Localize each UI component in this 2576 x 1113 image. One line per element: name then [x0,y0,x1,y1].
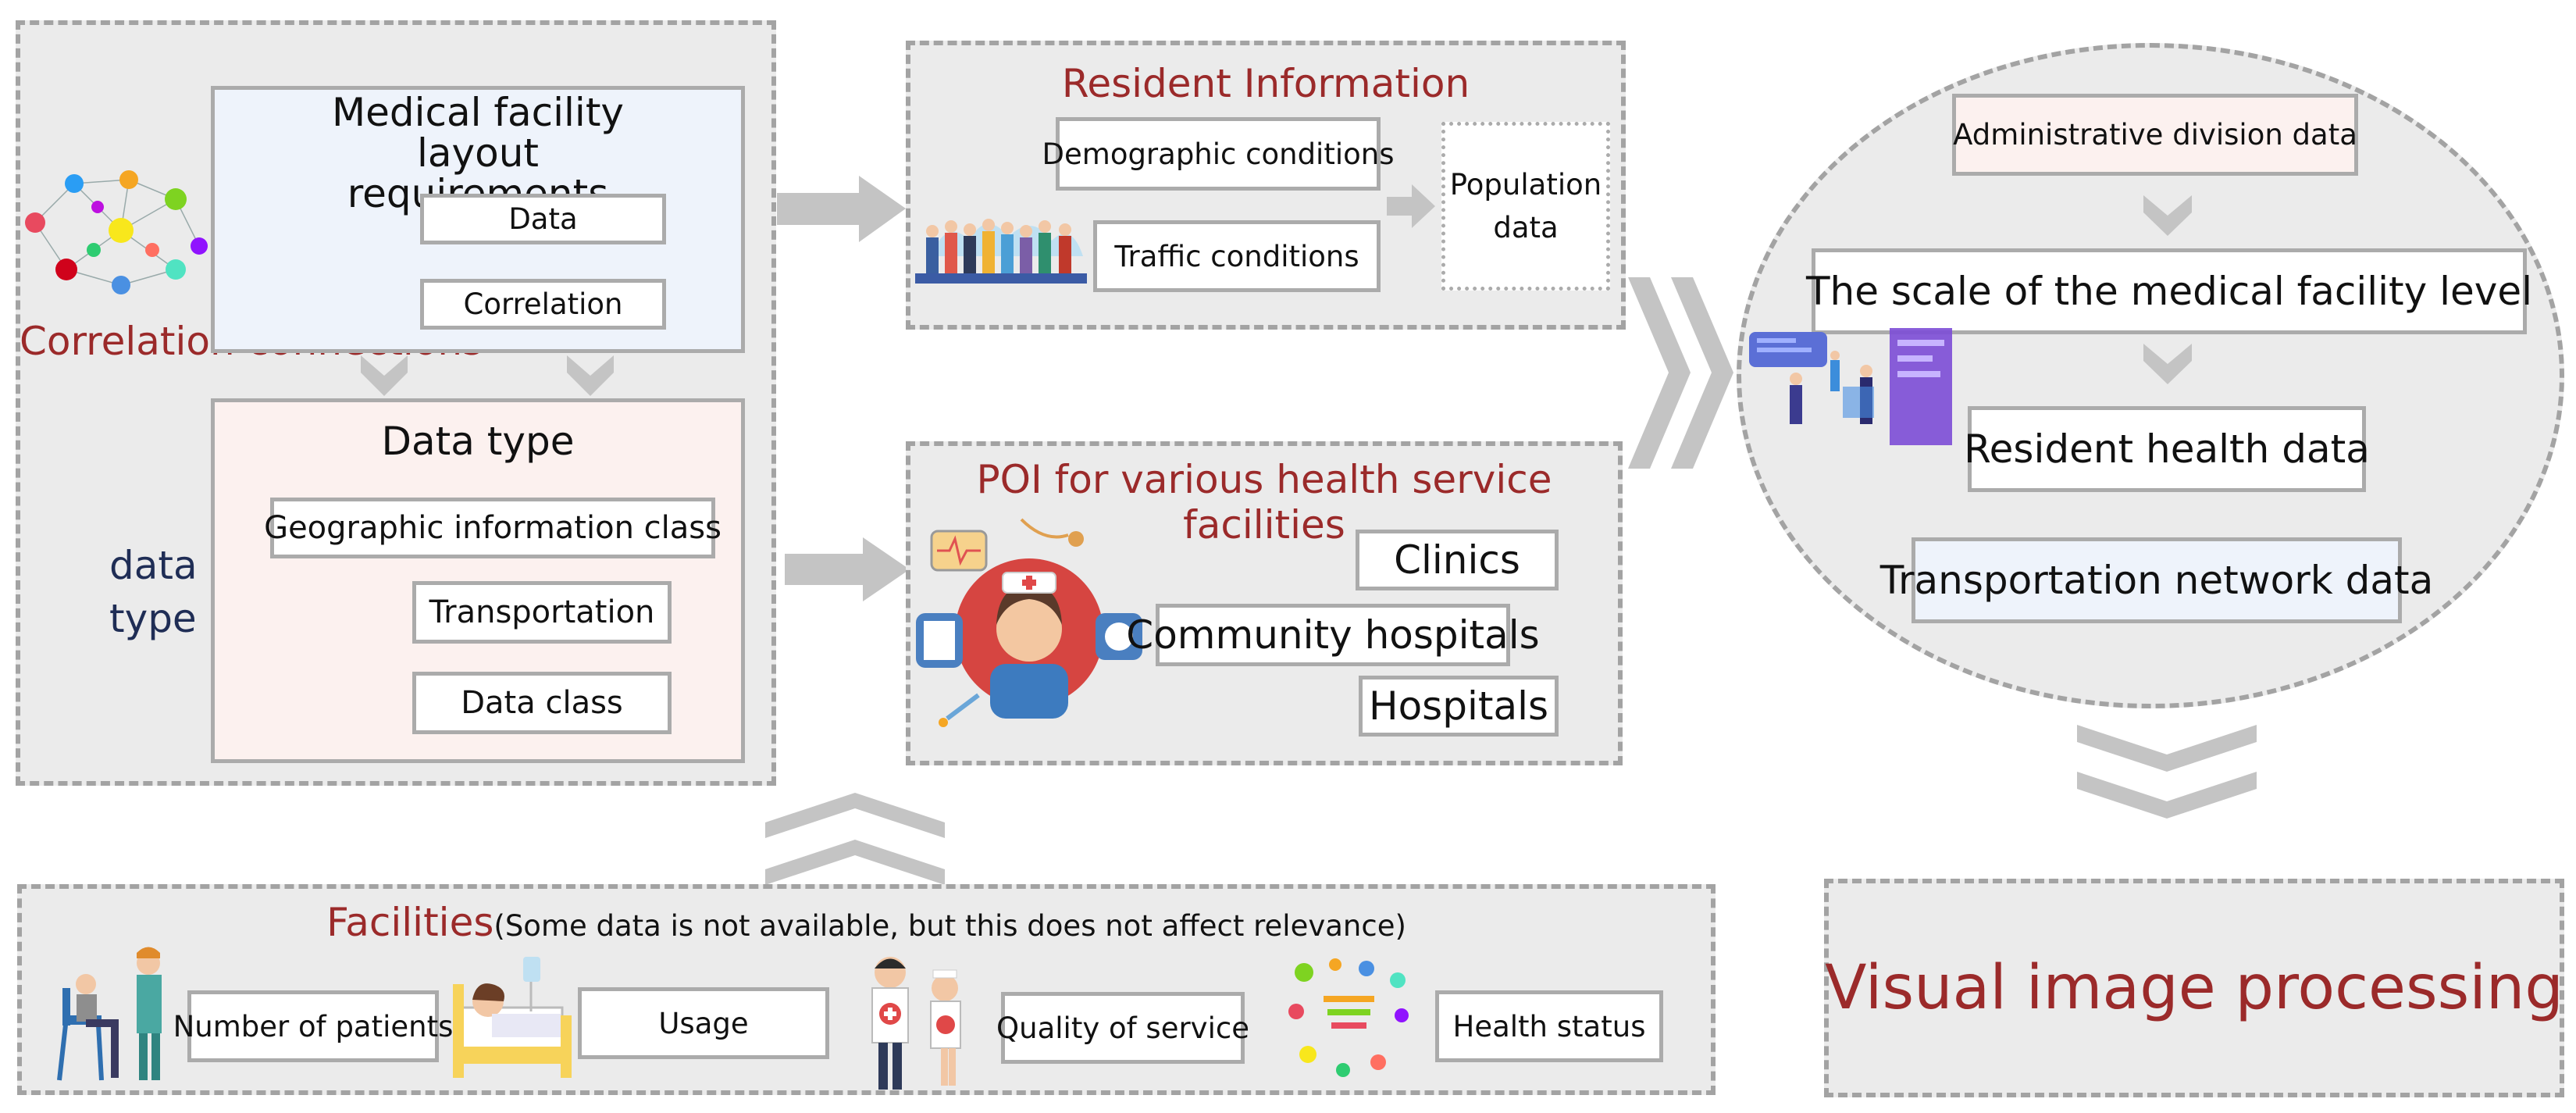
requirement-correlation: Correlation [420,279,666,330]
patient-doctor-illustration [57,947,162,1081]
nurse-illustration [916,518,1142,727]
data-type-side-label: data type [109,543,198,641]
facilities-title: Facilities [326,900,494,945]
facilities-panel [17,884,1716,1095]
facility-number-of-patients: Number of patients [173,990,453,1062]
chevron-down-icon [567,355,614,396]
output-panel [1824,879,2564,1097]
data-type-data-class: Data class [412,672,672,734]
healthy-life-illustration [1288,958,1409,1077]
poi-clinics: Clinics [1356,530,1559,590]
poi-title: POI for various health service facilitie… [976,457,1552,548]
population-data: Population data [1441,122,1610,291]
analyst-illustration [1749,328,1952,445]
double-chevron-right-icon [1628,277,1733,469]
resident-traffic: Traffic conditions [1093,220,1381,292]
facility-health-status: Health status [1435,990,1663,1062]
resident-title: Resident Information [1061,61,1470,106]
oval-transportation-network: Transportation network data [1880,537,2433,623]
double-chevron-down-icon [2077,725,2257,819]
requirement-data: Data [420,194,666,244]
facility-quality-of-service: Quality of service [996,992,1249,1064]
hospital-bed-illustration [453,957,572,1078]
chevron-down-icon [361,355,408,396]
oval-administrative: Administrative division data [1952,94,2358,176]
output-label: Visual image processing [1825,953,2564,1023]
data-type-title: Data type [381,419,575,464]
oval-scale: The scale of the medical facility level [1806,248,2532,334]
crowd-illustration [915,219,1087,284]
facility-usage: Usage [578,987,829,1059]
chevron-down-icon [2143,195,2192,236]
resident-demographic: Demographic conditions [1042,117,1395,191]
facilities-heading: Facilities(Some data is not available, b… [17,900,1716,945]
poi-community-hospitals: Community hospitals [1126,604,1540,666]
double-chevron-up-icon [765,793,945,885]
arrow-right-icon [785,537,910,601]
arrow-right-icon [1387,184,1435,228]
arrow-right-icon [777,176,906,242]
chevron-down-icon [2143,344,2192,384]
data-type-transportation: Transportation [412,581,672,644]
facilities-subtitle: (Some data is not available, but this do… [493,909,1406,943]
doctors-illustration [871,957,961,1090]
correlation-label: Correlation connections [20,319,483,364]
data-type-geographic: Geographic information class [264,498,721,558]
network-icon [25,170,208,294]
oval-resident-health: Resident health data [1964,406,2370,492]
poi-hospitals: Hospitals [1359,676,1559,737]
